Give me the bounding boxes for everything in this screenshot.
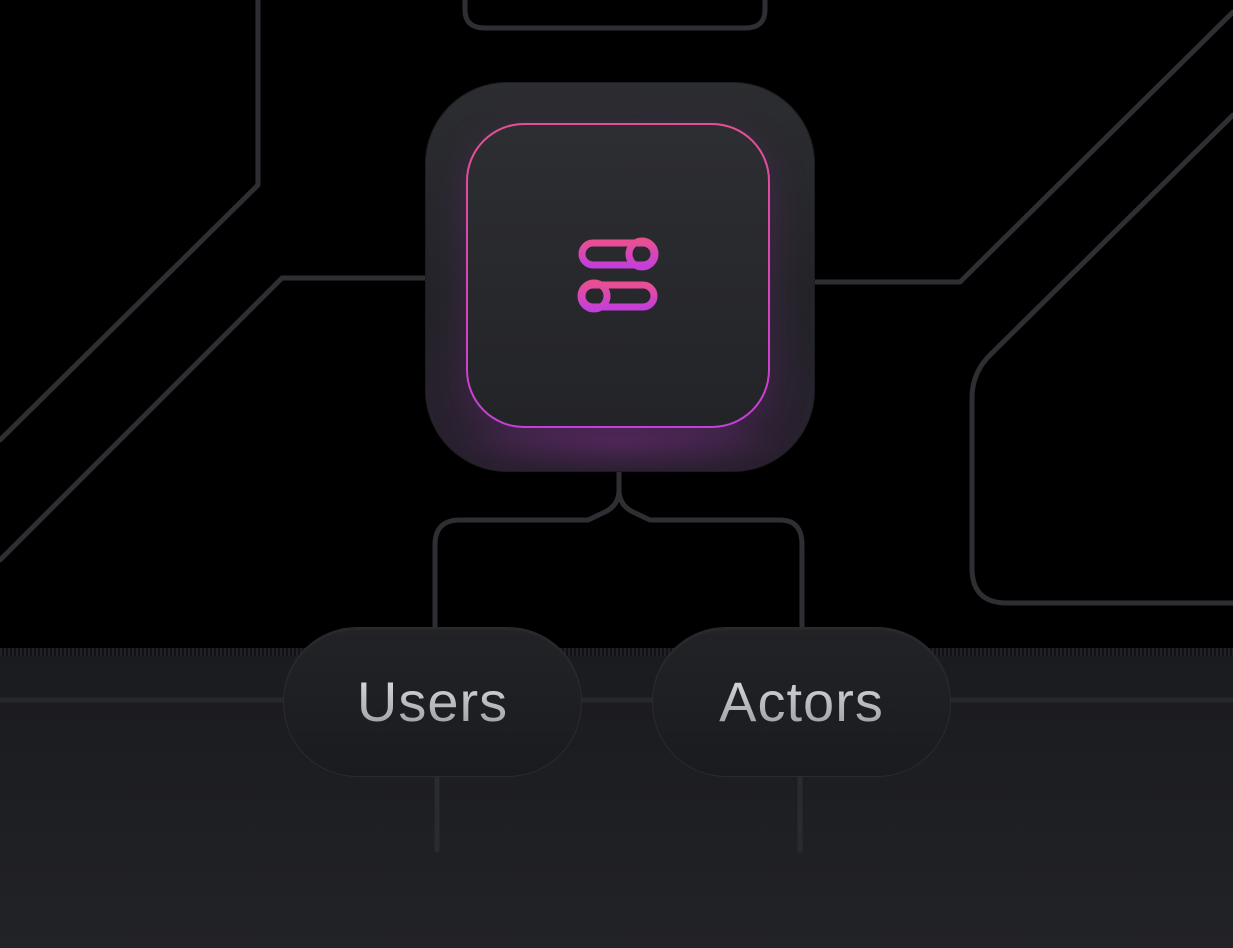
right-hub-wire [812,9,1233,285]
users-node[interactable]: Users [283,627,582,777]
users-node-label: Users [356,670,509,733]
left-hub-wire [0,275,428,563]
hub-node[interactable] [466,123,770,428]
top-node-outline [462,0,768,31]
actors-node[interactable]: Actors [652,627,951,777]
hub-split-wire-right [616,487,805,630]
left-outer-wire [0,0,261,443]
actors-node-label: Actors [719,670,884,733]
toggle-switches-icon [577,237,659,313]
right-panel-outline [969,112,1233,606]
hub-split-wire [432,469,622,630]
